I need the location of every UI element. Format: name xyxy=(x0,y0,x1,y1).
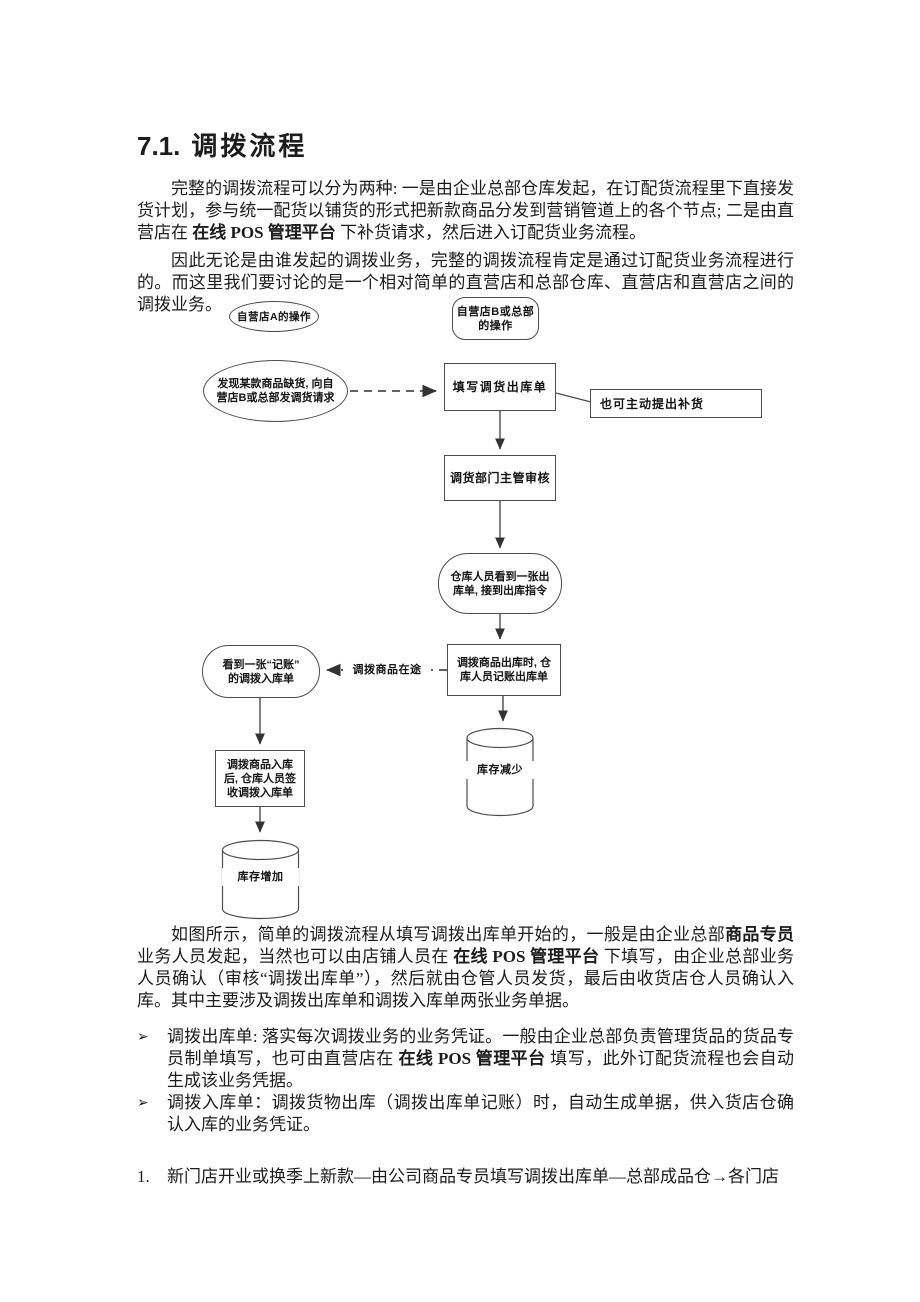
node-sees-posting-inbound: 看到一张“记账” 的调拨入库单 xyxy=(202,645,320,698)
list-number: 1. xyxy=(137,1167,150,1186)
line-to-side-note xyxy=(555,392,592,403)
numbered-list: 1. 新门店开业或换季上新款—由公司商品专员填写调拨出库单—总部成品仓→各门店 xyxy=(137,1166,794,1188)
label-goods-in-transit: 调拨商品在途 xyxy=(343,662,431,678)
heading-number: 7.1. xyxy=(137,131,181,161)
paragraph-figure-explanation: 如图所示，简单的调拨流程从填写调拨出库单开始的，一般是由企业总部商品专员业务人员… xyxy=(137,925,795,1010)
bullet-arrow-icon: ➢ xyxy=(137,1030,149,1045)
node-store-b-hq-operations: 自营店B或总部 的操作 xyxy=(452,297,539,340)
paragraph-intro: 完整的调拨流程可以分为两种: 一是由企业总部仓库发起，在订配货流程里下直接发货计… xyxy=(137,179,794,242)
bullet-list: ➢ 调拨出库单: 落实每次调拨业务的业务凭证。一般由企业总部负责管理货品的货品专… xyxy=(137,1026,794,1136)
label-stock-decrease: 库存减少 xyxy=(464,761,536,779)
list-item: 1. 新门店开业或换季上新款—由公司商品专员填写调拨出库单—总部成品仓→各门店 xyxy=(137,1166,794,1188)
node-store-a-operations: 自营店A的操作 xyxy=(229,301,319,332)
node-fill-outbound-order: 填写调货出库单 xyxy=(444,363,556,411)
list-item: ➢ 调拨入库单：调拨货物出库（调拨出库单记账）时，自动生成单据，供入货店仓确认入… xyxy=(137,1092,794,1136)
section-heading: 7.1. 调拨流程 xyxy=(137,126,307,163)
bullet-arrow-icon: ➢ xyxy=(137,1096,149,1111)
bullet-item-text: 调拨出库单: 落实每次调拨业务的业务凭证。一般由企业总部负责管理货品的货品专员制… xyxy=(167,1027,795,1090)
label-stock-increase: 库存增加 xyxy=(222,868,299,886)
heading-text: 调拨流程 xyxy=(191,131,308,161)
node-outbound-posting: 调拨商品出库时, 仓 库人员记账出库单 xyxy=(447,644,561,696)
list-item: ➢ 调拨出库单: 落实每次调拨业务的业务凭证。一般由企业总部负责管理货品的货品专… xyxy=(137,1026,794,1092)
paragraph-discussion: 因此无论是由谁发起的调拨业务，完整的调拨流程肯定是通过订配货业务流程进行的。而这… xyxy=(137,251,794,314)
node-side-note-replenish: 也可主动提出补货 xyxy=(590,389,762,418)
node-inbound-sign-off: 调拨商品入库 后, 仓库人员签 收调拨入库单 xyxy=(215,750,305,807)
node-supervisor-review: 调货部门主管审核 xyxy=(444,455,556,501)
numbered-item-text: 新门店开业或换季上新款—由公司商品专员填写调拨出库单—总部成品仓→各门店 xyxy=(167,1167,779,1186)
bullet-item-text: 调拨入库单：调拨货物出库（调拨出库单记账）时，自动生成单据，供入货店仓确认入库的… xyxy=(167,1093,794,1134)
node-discover-shortage: 发现某款商品缺货, 向自 营店B或总部发调货请求 xyxy=(203,360,348,422)
node-warehouse-sees-order: 仓库人员看到一张出 库单, 接到出库指令 xyxy=(438,553,562,614)
